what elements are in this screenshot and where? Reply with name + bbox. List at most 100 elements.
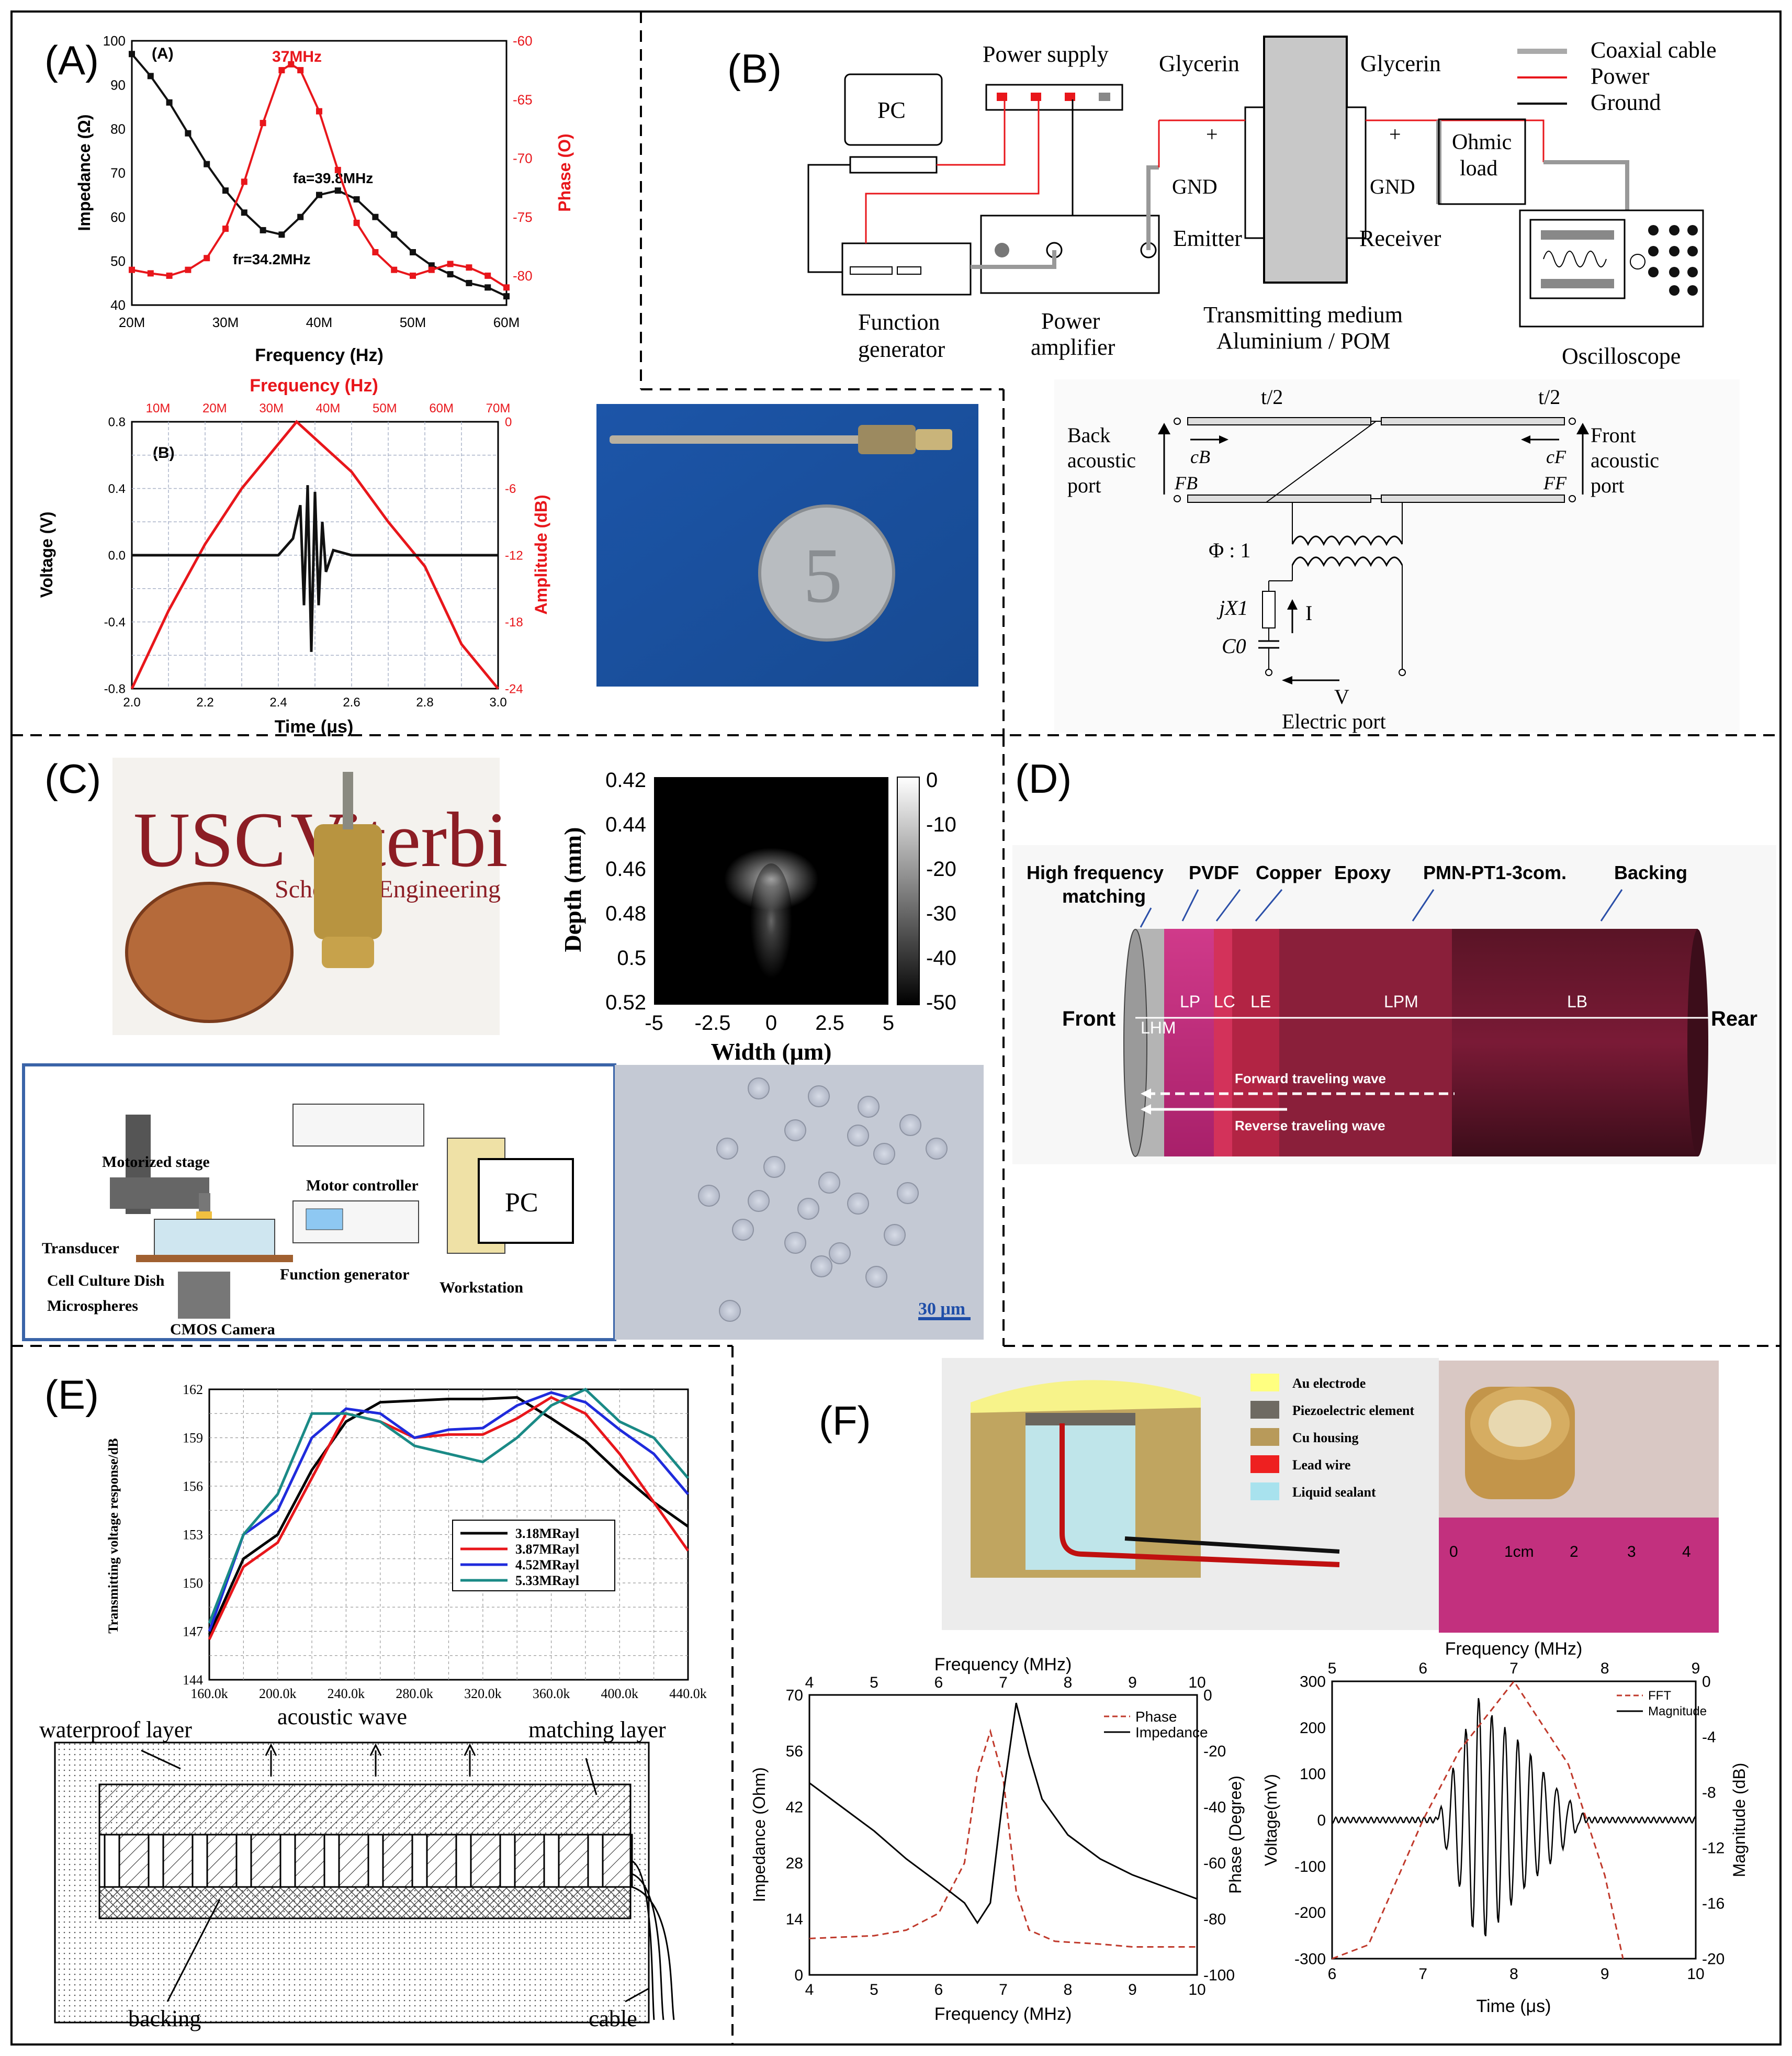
tick-label: -16 (1702, 1895, 1725, 1913)
svg-text:V: V (1334, 685, 1349, 709)
figure-border (10, 10, 1782, 2046)
phase-point (278, 67, 285, 74)
svg-text:PC: PC (877, 97, 906, 123)
tick-label: 0.4 (108, 482, 126, 496)
impedance-point (466, 279, 472, 286)
top-axis-label: Frequency (Hz) (250, 376, 378, 396)
microsphere (873, 1143, 895, 1165)
svg-text:amplifier: amplifier (1031, 334, 1115, 360)
svg-text:acoustic wave: acoustic wave (277, 1704, 407, 1729)
tick-label: 162 (183, 1382, 203, 1397)
svg-text:Back: Back (1067, 423, 1110, 447)
tick-label: -60 (1203, 1855, 1226, 1872)
svg-text:LC: LC (1214, 992, 1235, 1011)
pc-monitor (844, 73, 943, 146)
front-label: Front (1062, 1007, 1115, 1030)
usc-penny-photo: USC Viterbi School of Engineering (112, 758, 508, 1035)
layer-stack-model: High frequency matching PVDF Copper Epox… (1012, 845, 1776, 1164)
phase-point (166, 272, 173, 279)
tick-label: 8 (1601, 1660, 1609, 1677)
tick-label: 60M (493, 314, 520, 330)
tick-label: 0.0 (108, 548, 126, 563)
tick-label: -0.8 (104, 682, 126, 696)
svg-text:Aluminium / POM: Aluminium / POM (1216, 328, 1391, 354)
tick-label: -12 (1702, 1840, 1725, 1857)
microsphere (797, 1198, 819, 1220)
microsphere (865, 1266, 887, 1288)
tick-label: 320.0k (464, 1686, 502, 1701)
tick-label: 6 (934, 1674, 943, 1691)
piezo-pillar (206, 1834, 238, 1888)
impedance-point (185, 130, 191, 137)
svg-text:acoustic: acoustic (1067, 448, 1136, 472)
svg-text:2: 2 (1570, 1543, 1579, 1560)
emitter-element (1244, 106, 1265, 239)
phase-point (410, 272, 416, 279)
tick-label: 4 (805, 1674, 814, 1691)
tick-label: 144 (183, 1672, 203, 1688)
tick-label: 440.0k (669, 1686, 707, 1701)
tick-label: 0 (1203, 1687, 1212, 1704)
tick-label: 0 (794, 1967, 803, 1984)
tick-label: 5 (870, 1981, 878, 1998)
svg-text:LP: LP (1180, 992, 1200, 1011)
tick-label: 50M (373, 401, 397, 415)
tick-label: 240.0k (328, 1686, 365, 1701)
svg-text:Transmitting medium: Transmitting medium (1203, 302, 1403, 328)
impedance-point (353, 196, 360, 203)
voltage-series (132, 485, 498, 652)
tick-label: 2.6 (343, 695, 360, 710)
svg-text:C0: C0 (1222, 634, 1246, 658)
kerf (235, 1834, 252, 1888)
tick-label: -65 (513, 92, 533, 107)
tick-label: 8 (1064, 1674, 1073, 1691)
microsphere (810, 1255, 832, 1277)
impedance-point (260, 227, 266, 233)
tick-label: 0 (1317, 1812, 1326, 1829)
microsphere (732, 1219, 754, 1241)
housing-3d-model: Au electrode Piezoelectric element Cu ho… (942, 1358, 1439, 1630)
piezo-pillar (558, 1834, 589, 1888)
kerf (411, 1834, 428, 1888)
tick-label: -50 (926, 991, 956, 1014)
panel-letter-c: (C) (44, 756, 101, 802)
tick-label: -40 (926, 947, 956, 970)
tick-label: 30M (259, 401, 284, 415)
tick-label: 0 (926, 769, 938, 792)
tick-label: -0.4 (104, 615, 126, 630)
tick-label: 42 (786, 1799, 803, 1816)
phase-point (204, 255, 210, 262)
experimental-setup-b: PC Power supply Function generator Power… (807, 36, 1717, 369)
svg-text:Oscilloscope: Oscilloscope (1562, 343, 1681, 369)
tick-label: 2.4 (269, 695, 287, 710)
tick-label: 2.5 (815, 1012, 844, 1035)
tick-label: 0 (1702, 1673, 1711, 1691)
tvr-series-1 (208, 1396, 690, 1640)
impedance-point (447, 271, 454, 278)
svg-text:Microspheres: Microspheres (47, 1297, 138, 1315)
tick-label: 56 (786, 1743, 803, 1760)
tick-label: 50M (400, 314, 426, 330)
receiver-element (1346, 106, 1367, 239)
svg-text:5: 5 (803, 532, 842, 619)
phase-point (260, 120, 266, 127)
tick-label: 60M (429, 401, 454, 415)
legend-fft: FFT (1648, 1689, 1671, 1703)
tick-label: 300 (1300, 1673, 1326, 1691)
tick-label: 5 (883, 1012, 894, 1035)
panel-letter-a: (A) (44, 37, 99, 83)
svg-text:Cell Culture Dish: Cell Culture Dish (47, 1272, 165, 1289)
tick-label: -4 (1702, 1729, 1716, 1746)
tvr-series-2 (208, 1391, 689, 1632)
tick-label: 200 (1300, 1720, 1326, 1737)
tick-label: 100 (103, 33, 126, 49)
microsphere (926, 1138, 948, 1160)
tick-label: 2.0 (123, 695, 140, 710)
power-amplifier-box (980, 215, 1160, 294)
tick-label: -8 (1702, 1784, 1716, 1802)
svg-text:Glycerin: Glycerin (1159, 51, 1239, 76)
svg-text:GND: GND (1172, 175, 1218, 198)
legend-coaxial: Coaxial cable (1591, 37, 1717, 63)
phase-series (131, 63, 508, 289)
